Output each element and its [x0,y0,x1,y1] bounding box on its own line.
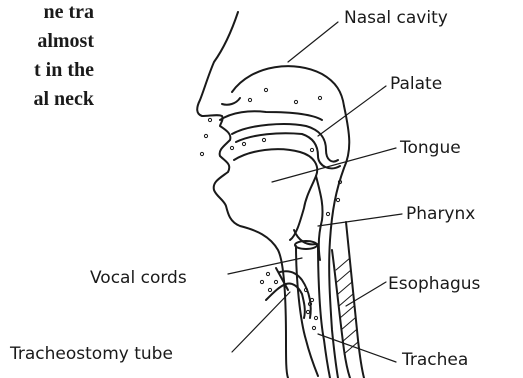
leader-pharynx [318,214,402,226]
leader-tongue [272,148,396,182]
trachea-back-wall [318,244,330,378]
label-palate: Palate [390,76,442,93]
label-esophagus: Esophagus [388,276,480,293]
leader-tracheostomy-tube [232,292,290,352]
nasal-floor [220,111,322,120]
pharynx-back-wall [329,106,349,378]
palate-outline [232,124,338,161]
label-tongue: Tongue [400,140,461,157]
label-vocal-cords: Vocal cords [90,270,187,287]
tongue-outline [234,149,317,240]
label-pharynx: Pharynx [406,206,475,223]
tracheostomy-tube-inner [286,283,305,318]
leader-nasal-cavity [288,22,338,62]
leader-palate [318,86,386,136]
label-trachea: Trachea [402,352,468,369]
nostril-outline [222,98,240,105]
tracheostomy-stem [266,284,286,300]
label-nasal-cavity: Nasal cavity [344,10,448,27]
label-tracheostomy-tube: Tracheostomy tube [10,346,173,363]
airway-front-wall [316,176,323,260]
